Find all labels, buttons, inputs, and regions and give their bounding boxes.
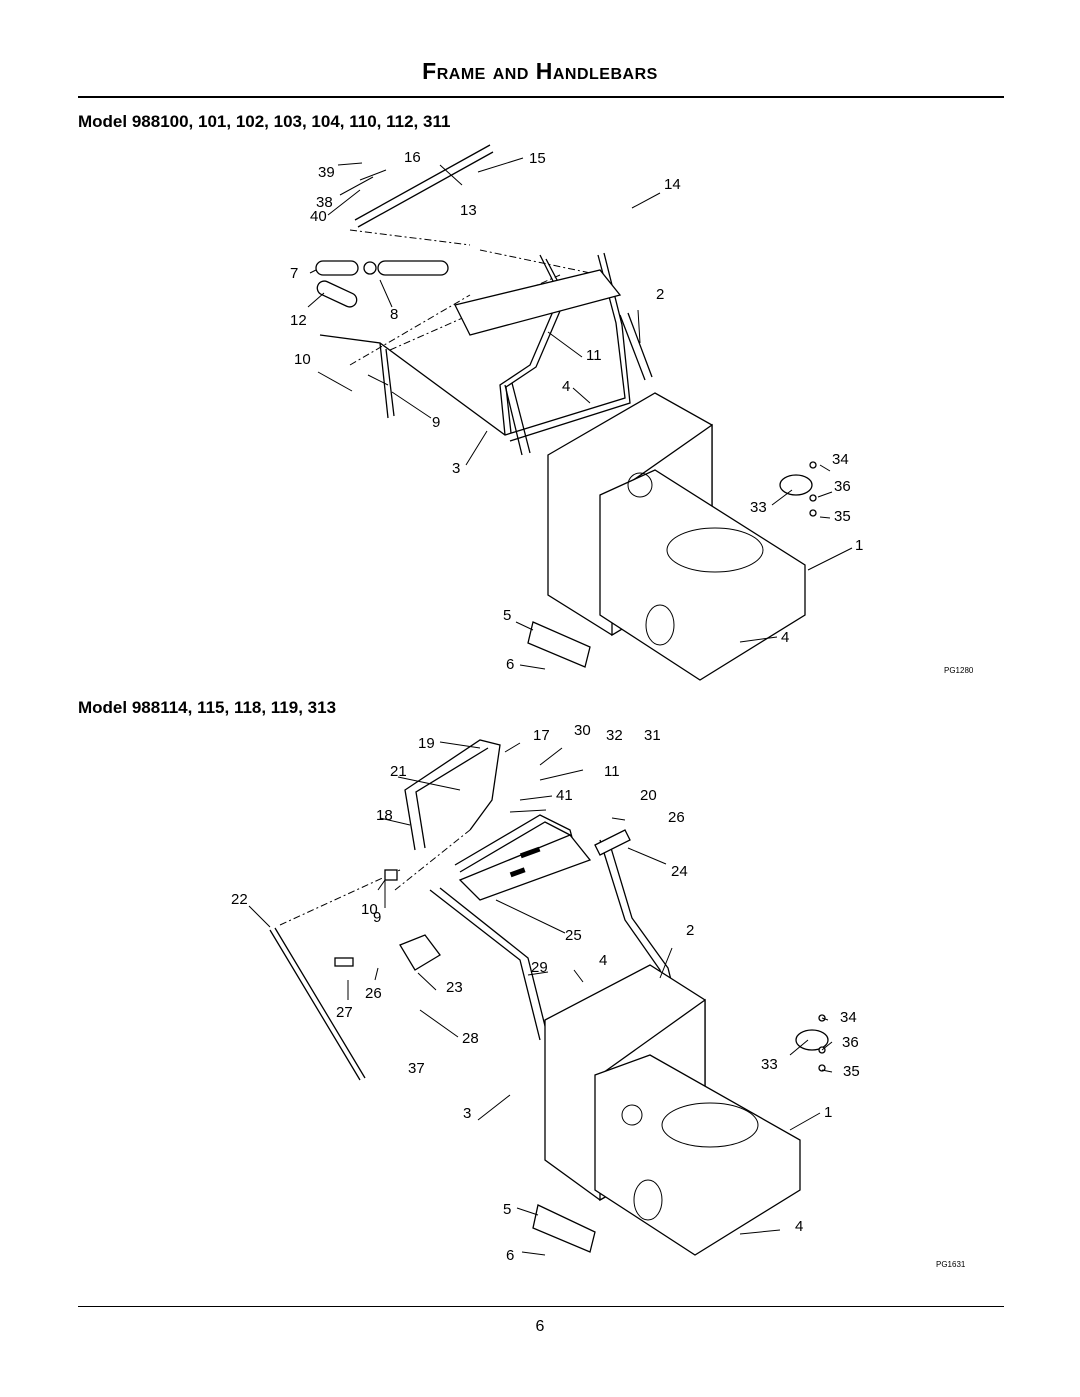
frame-handlebars-diagram-2: 19 17 30 32 31 21 11 41 20 18 26 24 22 1… bbox=[231, 722, 966, 1269]
callout-25: 25 bbox=[565, 927, 582, 944]
handlebar-loop bbox=[319, 254, 626, 436]
lower-handle-arm bbox=[504, 382, 531, 456]
figure-2-ref-code: PG1631 bbox=[936, 1260, 966, 1269]
callout-13: 13 bbox=[460, 202, 477, 219]
title-divider bbox=[78, 96, 1004, 98]
callout-10: 10 bbox=[294, 351, 311, 368]
callout-39: 39 bbox=[318, 164, 335, 181]
callout-41: 41 bbox=[556, 787, 573, 804]
callout-31: 31 bbox=[644, 727, 661, 744]
callout-15: 15 bbox=[529, 150, 546, 167]
callout-14: 14 bbox=[664, 176, 681, 193]
callout-9: 9 bbox=[432, 414, 440, 431]
callout-4: 4 bbox=[599, 952, 607, 969]
callout-2: 2 bbox=[656, 286, 664, 303]
callout-1: 1 bbox=[855, 537, 863, 554]
callout-30: 30 bbox=[574, 722, 591, 739]
callout-8: 8 bbox=[390, 306, 398, 323]
callout-6: 6 bbox=[506, 656, 514, 673]
callout-4: 4 bbox=[562, 378, 570, 395]
mounting-bracket bbox=[527, 621, 591, 668]
callout-36: 36 bbox=[834, 478, 851, 495]
callouts-figure-2: 19 17 30 32 31 21 11 41 20 18 26 24 22 1… bbox=[231, 722, 860, 1264]
frame-handlebars-diagram-1: 39 16 15 14 38 40 13 7 8 12 2 10 11 4 9 … bbox=[290, 144, 974, 681]
callout-3: 3 bbox=[463, 1105, 471, 1122]
callout-17: 17 bbox=[533, 727, 550, 744]
callout-26: 26 bbox=[668, 809, 685, 826]
callout-20: 20 bbox=[640, 787, 657, 804]
callout-35: 35 bbox=[843, 1063, 860, 1080]
callout-4b: 4 bbox=[781, 629, 789, 646]
callout-35: 35 bbox=[834, 508, 851, 525]
nut-8 bbox=[363, 261, 377, 275]
callout-1: 1 bbox=[824, 1104, 832, 1121]
callouts-figure-1: 39 16 15 14 38 40 13 7 8 12 2 10 11 4 9 … bbox=[290, 149, 863, 673]
callout-28: 28 bbox=[462, 1030, 479, 1047]
callout-11: 11 bbox=[604, 763, 620, 780]
callout-33: 33 bbox=[750, 499, 767, 516]
callout-6: 6 bbox=[506, 1247, 514, 1264]
callout-26b: 26 bbox=[365, 985, 382, 1002]
cover-plate bbox=[795, 1029, 829, 1051]
callout-34: 34 bbox=[832, 451, 849, 468]
figure-1-ref-code: PG1280 bbox=[944, 666, 974, 675]
callout-37: 37 bbox=[408, 1060, 425, 1077]
drive-opening bbox=[661, 1102, 759, 1148]
footer-divider bbox=[78, 1306, 1004, 1307]
callout-18: 18 bbox=[376, 807, 393, 824]
control-rod bbox=[269, 927, 366, 1081]
callout-5: 5 bbox=[503, 607, 511, 624]
callout-27: 27 bbox=[336, 1004, 353, 1021]
callout-32: 32 bbox=[606, 727, 623, 744]
callout-36: 36 bbox=[842, 1034, 859, 1051]
callout-9: 9 bbox=[373, 909, 381, 926]
page-title: Frame and Handlebars bbox=[422, 58, 658, 84]
callout-38: 38 bbox=[316, 194, 333, 211]
cover-plate bbox=[779, 474, 813, 496]
callout-34: 34 bbox=[840, 1009, 857, 1026]
page-number: 6 bbox=[535, 1318, 545, 1335]
callout-7: 7 bbox=[290, 265, 298, 282]
callout-4b: 4 bbox=[795, 1218, 803, 1235]
figure-2-heading: Model 988114, 115, 118, 119, 313 bbox=[78, 698, 337, 717]
callout-16: 16 bbox=[404, 149, 421, 166]
callout-29: 29 bbox=[531, 959, 548, 976]
callout-40: 40 bbox=[310, 208, 327, 225]
grip-7 bbox=[315, 260, 359, 276]
callout-33: 33 bbox=[761, 1056, 778, 1073]
drive-opening bbox=[666, 527, 764, 573]
callout-19: 19 bbox=[418, 735, 435, 752]
callout-5: 5 bbox=[503, 1201, 511, 1218]
callout-22: 22 bbox=[231, 891, 248, 908]
control-rod bbox=[354, 144, 494, 228]
callout-21: 21 bbox=[390, 763, 407, 780]
callout-2: 2 bbox=[686, 922, 694, 939]
callout-10: 10 bbox=[361, 901, 378, 918]
figure-1-heading: Model 988100, 101, 102, 103, 104, 110, 1… bbox=[78, 112, 451, 131]
callout-23: 23 bbox=[446, 979, 463, 996]
control-panel bbox=[454, 269, 622, 336]
mounting-bracket bbox=[532, 1204, 596, 1253]
callout-24: 24 bbox=[671, 863, 688, 880]
control-panel bbox=[458, 834, 592, 901]
callout-12: 12 bbox=[290, 312, 307, 329]
callout-11: 11 bbox=[586, 347, 602, 364]
handlebar-loop bbox=[404, 739, 501, 851]
grip-12 bbox=[316, 280, 358, 308]
callout-3: 3 bbox=[452, 460, 460, 477]
